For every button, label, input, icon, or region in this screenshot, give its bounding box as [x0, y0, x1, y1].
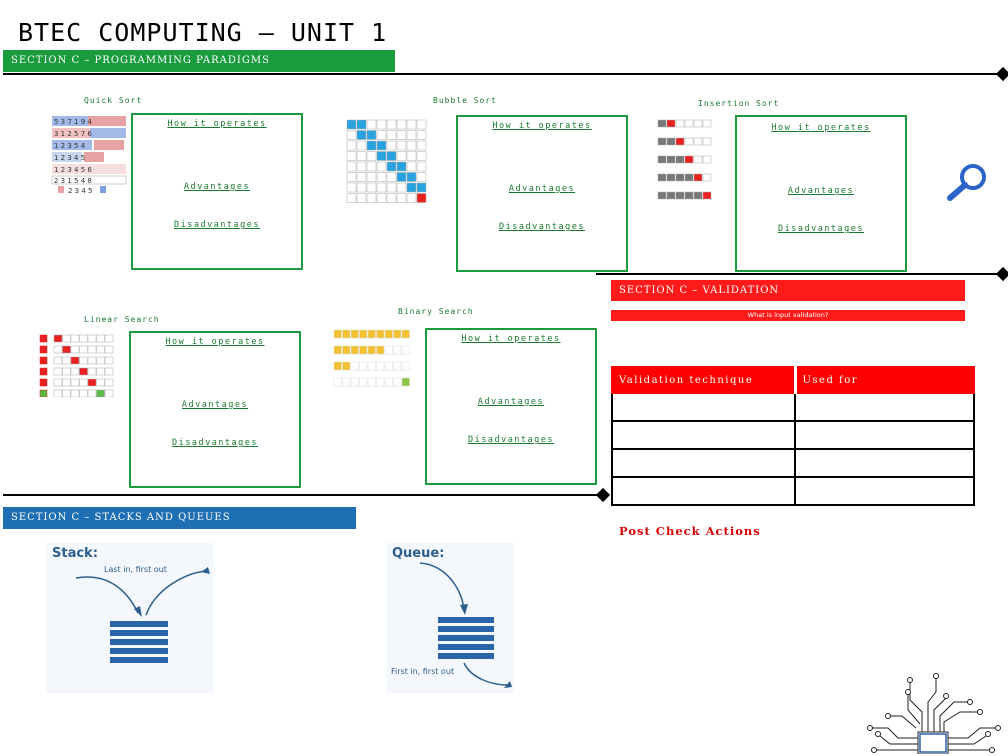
- table-cell[interactable]: [611, 420, 796, 450]
- page-title: BTEC COMPUTING – UNIT 1: [18, 18, 388, 47]
- insertion-sort-operates-link[interactable]: How it operates: [771, 123, 871, 133]
- used-for-header: Used for: [793, 366, 975, 394]
- queue-bar: [438, 653, 494, 659]
- bubble-sort-box: How it operates Advantages Disadvantages: [456, 115, 628, 272]
- table-cell[interactable]: [611, 448, 796, 478]
- binary-search-operates-link[interactable]: How it operates: [461, 334, 561, 344]
- queue-diagram: Queue: First in, first out: [386, 543, 514, 693]
- stack-diagram: Stack: Last in, first out: [46, 543, 214, 693]
- section-stacks-band: SECTION C – STACKS AND QUEUES: [3, 507, 356, 529]
- divider-line-right: [596, 273, 1001, 275]
- insertion-sort-thumbnail: [656, 116, 712, 206]
- table-row: [611, 476, 975, 506]
- section-paradigms-band: SECTION C – PROGRAMMING PARADIGMS: [3, 50, 395, 72]
- linear-search-advantages-link[interactable]: Advantages: [181, 400, 249, 410]
- circuit-chip-icon: [850, 672, 1006, 755]
- quick-sort-disadvantages-link[interactable]: Disadvantages: [173, 220, 261, 230]
- binary-search-box: How it operates Advantages Disadvantages: [425, 328, 597, 485]
- stack-bar: [110, 621, 168, 627]
- linear-search-label: Linear Search: [84, 315, 160, 324]
- queue-bar: [438, 635, 494, 641]
- validation-question: What is input validation?: [611, 310, 965, 321]
- svg-text:3 1 2 5 7 6: 3 1 2 5 7 6: [54, 130, 92, 138]
- svg-text:1 2 3 4 5 6: 1 2 3 4 5 6: [54, 166, 92, 174]
- quick-sort-label: Quick Sort: [84, 96, 143, 105]
- insertion-sort-advantages-link[interactable]: Advantages: [787, 186, 855, 196]
- quick-sort-advantages-link[interactable]: Advantages: [183, 182, 251, 192]
- binary-search-thumbnail: [332, 328, 412, 396]
- queue-bar: [438, 626, 494, 632]
- stack-bar: [110, 630, 168, 636]
- divider-line-middle: [3, 494, 601, 496]
- stack-bar: [110, 657, 168, 663]
- stack-caption: Last in, first out: [104, 565, 167, 574]
- divider-line: [3, 73, 1003, 75]
- divider-diamond-right: [995, 266, 1008, 282]
- insertion-sort-box: How it operates Advantages Disadvantages: [735, 115, 907, 272]
- table-row: [611, 392, 975, 422]
- queue-bar: [438, 617, 494, 623]
- bubble-sort-operates-link[interactable]: How it operates: [492, 121, 592, 131]
- quick-sort-box: How it operates Advantages Disadvantages: [131, 113, 303, 270]
- table-cell[interactable]: [794, 476, 975, 506]
- insertion-sort-disadvantages-link[interactable]: Disadvantages: [777, 224, 865, 234]
- table-row: [611, 420, 975, 450]
- binary-search-advantages-link[interactable]: Advantages: [477, 397, 545, 407]
- bubble-sort-advantages-link[interactable]: Advantages: [508, 184, 576, 194]
- binary-search-label: Binary Search: [398, 307, 474, 316]
- table-cell[interactable]: [794, 448, 975, 478]
- table-cell[interactable]: [794, 420, 975, 450]
- table-row: [611, 448, 975, 478]
- validation-table: Validation technique Used for: [611, 366, 975, 506]
- validation-technique-header: Validation technique: [611, 366, 796, 394]
- svg-text:5 3 7 1 9 4: 5 3 7 1 9 4: [54, 118, 92, 126]
- queue-bar: [438, 644, 494, 650]
- svg-text:2 3 4 5: 2 3 4 5: [68, 187, 93, 195]
- bubble-sort-thumbnail: [345, 118, 427, 204]
- svg-text:1 2 3 4 5: 1 2 3 4 5: [54, 154, 85, 162]
- svg-text:1 2 3 5 4: 1 2 3 5 4: [54, 142, 86, 150]
- section-validation-band: SECTION C – VALIDATION: [611, 280, 965, 301]
- divider-diamond: [995, 66, 1008, 82]
- stack-bar: [110, 639, 168, 645]
- insertion-sort-label: Insertion Sort: [698, 99, 780, 108]
- bubble-sort-label: Bubble Sort: [433, 96, 497, 105]
- linear-search-disadvantages-link[interactable]: Disadvantages: [171, 438, 259, 448]
- linear-search-box: How it operates Advantages Disadvantages: [129, 331, 301, 488]
- queue-arrows: [419, 562, 512, 688]
- stack-bar: [110, 648, 168, 654]
- bubble-sort-disadvantages-link[interactable]: Disadvantages: [498, 222, 586, 232]
- quick-sort-operates-link[interactable]: How it operates: [167, 119, 267, 129]
- quick-sort-thumbnail: 5 3 7 1 9 4 3 1 2 5 7 6 1 2 3 5 4 1 2 3 4 …: [50, 114, 128, 196]
- post-check-actions-heading: Post Check Actions: [619, 524, 761, 538]
- queue-caption: First in, first out: [391, 667, 455, 676]
- magnifier-icon: [944, 160, 992, 202]
- stack-title: Stack:: [52, 546, 98, 561]
- table-cell[interactable]: [611, 476, 796, 506]
- table-cell[interactable]: [794, 392, 975, 422]
- table-cell[interactable]: [611, 392, 796, 422]
- divider-diamond-middle: [595, 487, 611, 503]
- queue-title: Queue:: [392, 546, 445, 561]
- binary-search-disadvantages-link[interactable]: Disadvantages: [467, 435, 555, 445]
- stack-arrows: [75, 567, 210, 617]
- svg-text:2 3 1 5 4 8: 2 3 1 5 4 8: [54, 177, 92, 185]
- linear-search-operates-link[interactable]: How it operates: [165, 337, 265, 347]
- linear-search-thumbnail: [38, 327, 114, 397]
